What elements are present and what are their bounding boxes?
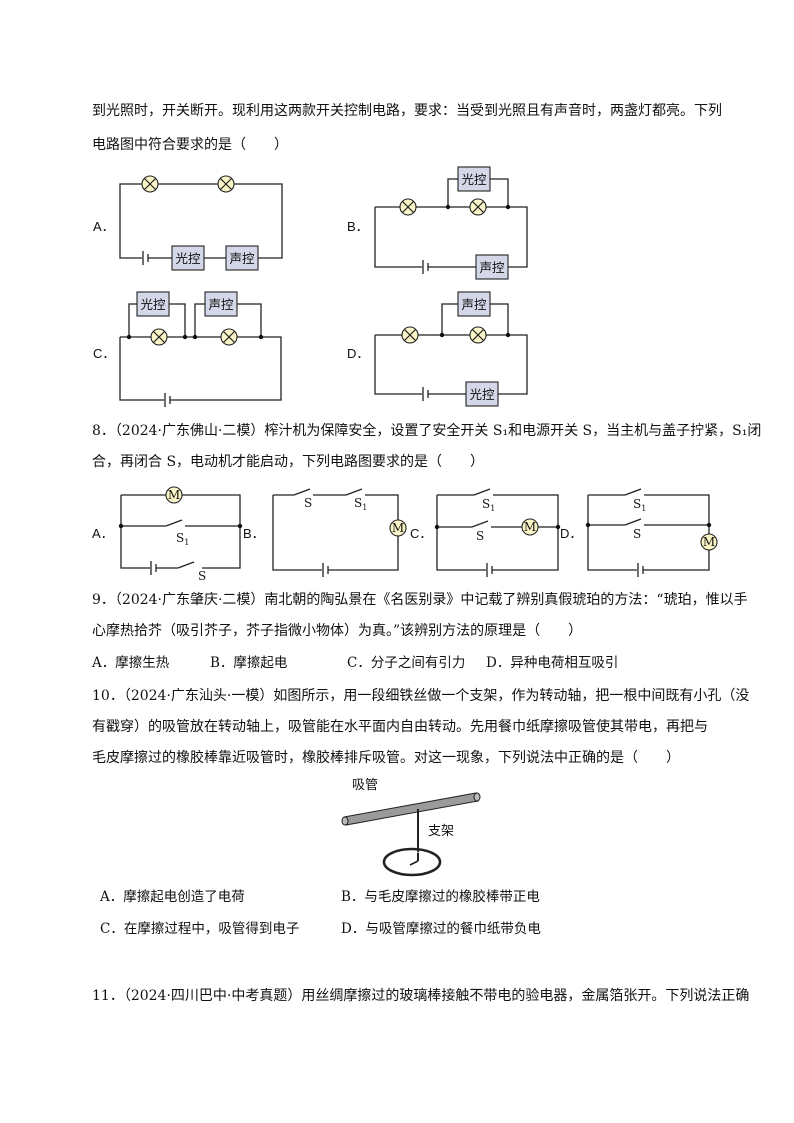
q11-line-1: 11．（2024·四川巴中·中考真题）用丝绸摩擦过的玻璃棒接触不带电的验电器，金… (92, 988, 750, 1004)
q10-option-d: D．与吸管摩擦过的餐巾纸带负电 (341, 921, 541, 937)
q9-option-a: A．摩擦生热 (92, 655, 170, 671)
straw (343, 792, 479, 826)
light-switch-label: 光控 (469, 387, 495, 402)
q7-option-b-label: B． (347, 219, 369, 234)
switch-s-label: S (633, 527, 641, 541)
motor-icon (165, 486, 183, 504)
stand-base (382, 847, 442, 877)
q10-option-a: A．摩擦起电创造了电荷 (100, 889, 245, 905)
q8-line-1: 8．（2024·广东佛山·二模）榨汁机为保障安全，设置了安全开关 S₁和电源开关… (92, 423, 762, 439)
q8-option-d-label: D． (560, 526, 583, 541)
q10-line-1: 10．（2024·广东汕头·一模）如图所示，用一段细铁丝做一个支架，作为转动轴，… (92, 688, 750, 704)
q10-option-b: B．与毛皮摩擦过的橡胶棒带正电 (341, 889, 540, 905)
light-switch-label: 光控 (461, 172, 487, 187)
switch-s1-label: S1 (354, 496, 367, 512)
q7-circuit-d: 声控 光控 (374, 291, 528, 407)
q10-line-2: 有戳穿）的吸管放在转动轴上，吸管能在水平面内自由转动。先用餐巾纸摩擦吸管使其带电… (92, 719, 708, 735)
motor-icon (389, 519, 407, 537)
q9-line-1: 9．（2024·广东肇庆·二模）南北朝的陶弘景在《名医别录》中记载了辨别真假琥珀… (92, 592, 748, 608)
sound-switch-label: 声控 (461, 297, 487, 312)
q7-option-d-label: D． (347, 346, 370, 361)
light-switch-label: 光控 (140, 297, 166, 312)
sound-switch-label: 声控 (479, 260, 505, 275)
motor-label: M (524, 520, 536, 534)
q7-circuit-b: 光控 声控 (374, 166, 528, 280)
light-switch-box (136, 291, 170, 317)
light-switch-label: 光控 (175, 251, 201, 266)
sound-switch-label: 声控 (208, 297, 234, 312)
sound-switch-box (457, 291, 491, 317)
q7-option-c-label: C． (93, 346, 116, 361)
switch-s1-label: S1 (633, 497, 646, 513)
q8-circuit-b: S S1 M (272, 488, 407, 577)
straw-label: 吸管 (352, 778, 378, 793)
q8-circuit-c: S1 S M (434, 488, 561, 577)
motor-icon (700, 533, 718, 551)
q8-circuit-d: S1 S M (585, 488, 718, 577)
q8-circuit-a: M S1 S (118, 486, 243, 583)
q7-circuit-a: 光控 声控 (119, 175, 283, 271)
q8-option-a-label: A． (92, 526, 114, 541)
q7-line-2: 电路图中符合要求的是（ ） (92, 137, 288, 153)
q8-option-b-label: B． (243, 526, 265, 541)
sound-switch-box (204, 291, 238, 317)
motor-icon (521, 518, 539, 536)
q7-circuit-c: 光控 声控 (119, 291, 282, 407)
q10-line-3: 毛皮摩擦过的橡胶棒靠近吸管时，橡胶棒排斥吸管。对这一现象，下列说法中正确的是（ … (92, 750, 680, 766)
q8-line-2: 合，再闭合 S，电动机才能启动，下列电路图要求的是（ ） (92, 454, 485, 470)
sound-switch-box (225, 245, 259, 271)
light-switch-box (465, 381, 499, 407)
sound-switch-box (475, 254, 509, 280)
switch-s1-label: S1 (176, 531, 189, 547)
q9-option-d: D．异种电荷相互吸引 (486, 655, 619, 671)
sound-switch-label: 声控 (229, 251, 255, 266)
q7-line-1: 到光照时，开关断开。现利用这两款开关控制电路，要求：当受到光照且有声音时，两盏灯… (92, 103, 722, 119)
light-switch-box (457, 166, 491, 192)
q9-option-b: B．摩擦起电 (210, 655, 288, 671)
q10-straw-stand-figure: 吸管 支架 (341, 778, 481, 877)
q8-option-c-label: C． (410, 526, 433, 541)
q10-option-c: C．在摩擦过程中，吸管得到电子 (100, 921, 300, 937)
light-switch-box (171, 245, 205, 271)
motor-label: M (703, 535, 715, 549)
q9-option-c: C．分子之间有引力 (347, 655, 466, 671)
switch-s-label: S (304, 496, 312, 510)
q9-line-2: 心摩热拾芥（吸引芥子，芥子指微小物体）为真。”该辨别方法的原理是（ ） (92, 623, 583, 639)
motor-label: M (392, 521, 404, 535)
stand-label: 支架 (428, 824, 454, 839)
switch-s-label: S (476, 529, 484, 543)
q7-option-a-label: A． (93, 219, 115, 234)
motor-label: M (168, 488, 180, 502)
switch-s-label: S (198, 569, 206, 583)
switch-s1-label: S1 (482, 497, 495, 513)
